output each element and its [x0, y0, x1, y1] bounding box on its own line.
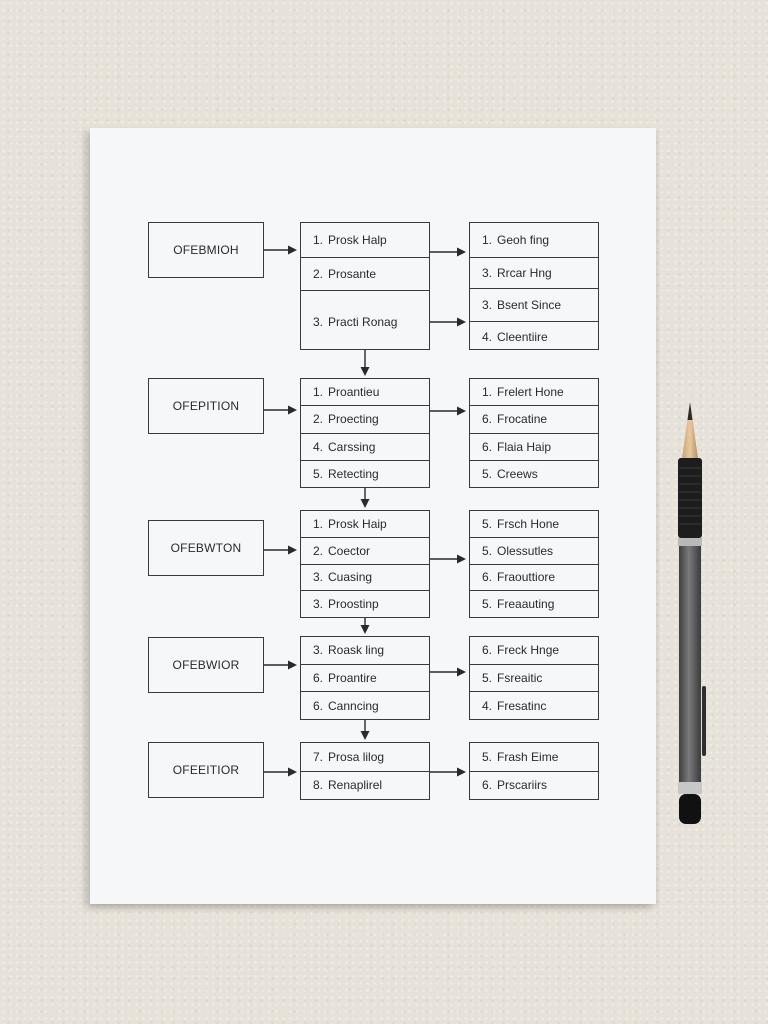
arrow-right — [430, 768, 466, 777]
flowchart-arrows — [90, 128, 656, 904]
arrow-right — [264, 406, 297, 415]
arrow-right — [430, 668, 466, 677]
arrow-right — [430, 318, 466, 327]
pencil-icon — [670, 396, 710, 828]
arrow-down — [361, 350, 370, 376]
arrow-right — [430, 248, 466, 257]
arrow-right — [264, 546, 297, 555]
arrow-down — [361, 618, 370, 634]
arrow-right — [264, 661, 297, 670]
arrow-down — [361, 488, 370, 508]
arrow-right — [430, 555, 466, 564]
arrow-right — [264, 246, 297, 255]
arrow-right — [430, 407, 466, 416]
arrow-right — [264, 768, 297, 777]
arrow-down — [361, 720, 370, 740]
